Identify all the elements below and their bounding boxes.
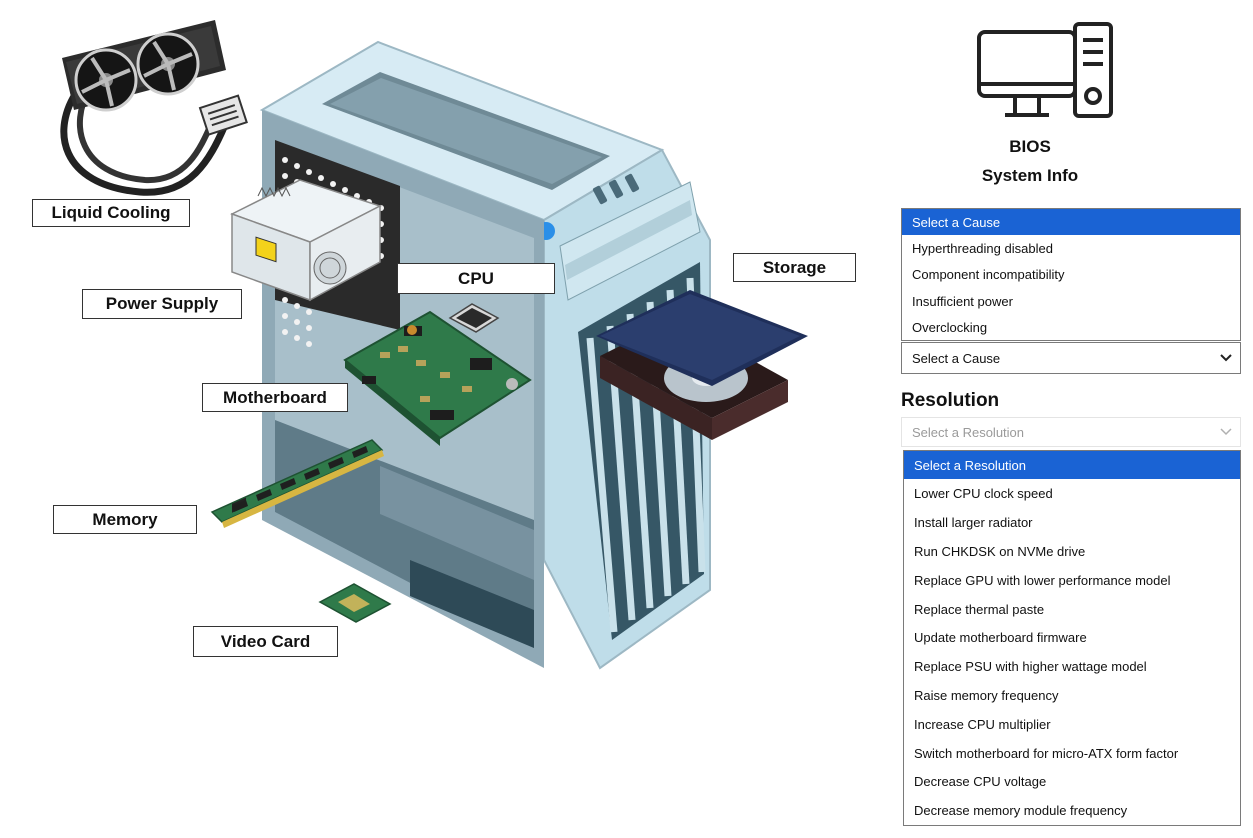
system-info-title: System Info xyxy=(981,166,1079,185)
resolution-option[interactable]: Switch motherboard for micro-ATX form fa… xyxy=(914,745,1179,761)
resolution-option[interactable]: Install larger radiator xyxy=(914,515,1033,530)
resolution-option[interactable]: Replace GPU with lower performance model xyxy=(914,573,1171,588)
motherboard-label[interactable]: Motherboard xyxy=(202,383,348,412)
motherboard-image xyxy=(343,310,532,446)
cause-option[interactable]: Insufficient power xyxy=(912,293,1013,309)
video-card-label[interactable]: Video Card xyxy=(193,626,338,657)
resolution-option[interactable]: Select a Resolution xyxy=(904,451,1240,479)
video-card-chip-image xyxy=(318,583,392,623)
cause-select-value: Select a Cause xyxy=(912,350,1001,366)
resolution-option[interactable]: Replace thermal paste xyxy=(914,601,1045,617)
cause-option[interactable]: Hyperthreading disabled xyxy=(912,240,1053,256)
resolution-option[interactable]: Run CHKDSK on NVMe drive xyxy=(914,544,1086,559)
pc-illustration xyxy=(60,20,808,670)
cause-option[interactable]: Component incompatibility xyxy=(912,267,1065,282)
cpu-chip-image xyxy=(448,303,500,333)
cpu-label[interactable]: CPU xyxy=(397,263,555,294)
cause-option[interactable]: Overclocking xyxy=(912,319,988,335)
liquid-cooling-label[interactable]: Liquid Cooling xyxy=(32,199,190,227)
resolution-listbox[interactable]: Select a Resolution Lower CPU clock spee… xyxy=(903,450,1241,826)
storage-label[interactable]: Storage xyxy=(733,253,856,282)
cause-listbox[interactable]: Select a Cause Hyperthreading disabled C… xyxy=(901,208,1241,341)
cause-select[interactable]: Select a Cause xyxy=(901,342,1241,374)
computer-monitor-tower-icon[interactable] xyxy=(975,22,1115,122)
chevron-down-icon xyxy=(1220,428,1232,436)
memory-label[interactable]: Memory xyxy=(53,505,197,534)
chevron-down-icon xyxy=(1220,354,1232,362)
hard-drive-image xyxy=(596,290,808,440)
resolution-heading: Resolution xyxy=(901,390,1000,411)
resolution-option[interactable]: Replace PSU with higher wattage model xyxy=(914,659,1147,674)
resolution-option[interactable]: Increase CPU multiplier xyxy=(914,717,1051,732)
resolution-option[interactable]: Update motherboard firmware xyxy=(914,630,1087,645)
bios-title: BIOS xyxy=(1009,137,1051,156)
resolution-option[interactable]: Decrease memory module frequency xyxy=(914,802,1128,818)
resolution-option[interactable]: Lower CPU clock speed xyxy=(914,486,1053,501)
resolution-select[interactable]: Select a Resolution xyxy=(901,417,1241,447)
power-supply-image xyxy=(230,179,382,302)
resolution-option[interactable]: Raise memory frequency xyxy=(914,688,1059,703)
memory-module-image xyxy=(210,439,384,528)
power-supply-label[interactable]: Power Supply xyxy=(82,289,242,319)
resolution-select-value: Select a Resolution xyxy=(912,424,1025,440)
resolution-option[interactable]: Decrease CPU voltage xyxy=(914,774,1047,789)
liquid-cooler-image xyxy=(60,20,248,196)
cause-option[interactable]: Select a Cause xyxy=(902,209,1240,235)
